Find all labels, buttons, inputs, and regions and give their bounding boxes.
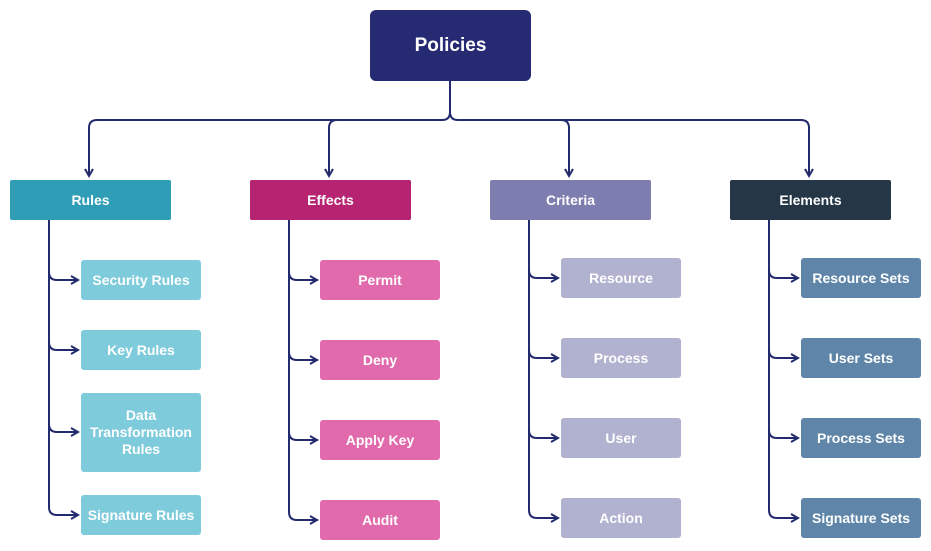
rules-to-key-connector [48,341,78,350]
data-transformation-rules-node: Data Transformation Rules [81,393,201,472]
signature-sets-label: Signature Sets [811,509,911,526]
root-trunk-connector [449,81,809,176]
user-sets-node: User Sets [801,338,921,378]
criteria-to-user-connector [528,429,558,438]
elements-to-user-sets-connector [768,349,798,358]
criteria-to-resource-connector [528,269,558,278]
security-rules-node: Security Rules [81,260,201,300]
effects-category-node: Effects [250,180,411,220]
deny-label: Deny [362,351,398,368]
deny-node: Deny [320,340,440,380]
user-label: User [605,429,637,446]
audit-node: Audit [320,500,440,540]
elements-category-node: Elements [730,180,891,220]
effects-spine-connector [288,220,317,520]
rules-to-security-connector [48,271,78,280]
resource-sets-node: Resource Sets [801,258,921,298]
security-rules-label: Security Rules [92,271,190,288]
user-node: User [561,418,681,458]
audit-label: Audit [362,511,398,528]
effects-to-deny-connector [288,351,317,360]
criteria-to-process-connector [528,349,558,358]
action-node: Action [561,498,681,538]
rules-spine-connector [48,220,78,515]
rules-to-data-transformation-connector [48,423,78,432]
key-rules-node: Key Rules [81,330,201,370]
criteria-category-label: Criteria [545,191,596,208]
process-node: Process [561,338,681,378]
effects-category-label: Effects [307,191,354,208]
resource-node: Resource [561,258,681,298]
resource-label: Resource [589,269,653,286]
permit-node: Permit [320,260,440,300]
process-label: Process [593,349,649,366]
signature-rules-node: Signature Rules [81,495,201,535]
apply-key-node: Apply Key [320,420,440,460]
root-to-effects-connector [329,119,338,176]
elements-spine-connector [768,220,798,518]
criteria-spine-connector [528,220,558,518]
root-to-rules-connector [89,111,451,176]
effects-to-permit-connector [288,271,317,280]
action-label: Action [599,509,643,526]
rules-category-label: Rules [71,191,110,208]
process-sets-label: Process Sets [817,429,905,446]
policies-root-label: Policies [414,35,487,56]
root-to-criteria-connector [560,119,569,176]
effects-to-apply-key-connector [288,431,317,440]
permit-label: Permit [358,271,402,288]
signature-sets-node: Signature Sets [801,498,921,538]
policies-root-node: Policies [370,10,531,81]
elements-category-label: Elements [779,191,842,208]
data-transformation-rules-label: Data Transformation Rules [90,407,192,457]
apply-key-label: Apply Key [345,431,415,448]
key-rules-label: Key Rules [107,341,175,358]
elements-to-resource-sets-connector [768,269,798,278]
rules-category-node: Rules [10,180,171,220]
resource-sets-label: Resource Sets [812,269,910,286]
signature-rules-label: Signature Rules [87,506,195,523]
elements-to-process-sets-connector [768,429,798,438]
criteria-category-node: Criteria [490,180,651,220]
process-sets-node: Process Sets [801,418,921,458]
user-sets-label: User Sets [828,349,894,366]
